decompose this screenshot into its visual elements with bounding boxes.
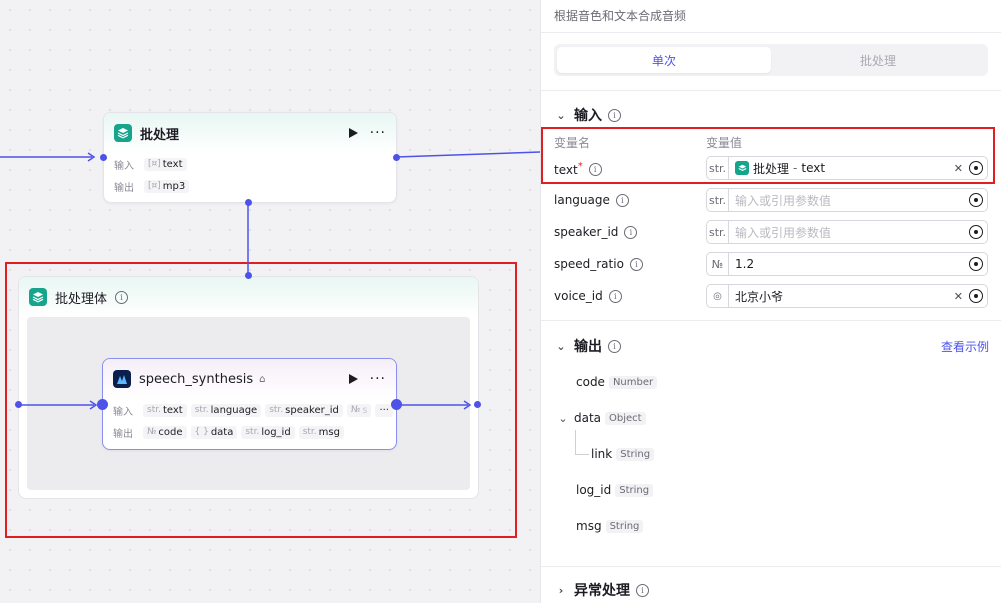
info-icon[interactable]: i	[608, 289, 622, 303]
node-description: 根据音色和文本合成音频	[554, 9, 687, 23]
speech-node-header: speech_synthesis ⌂ ···	[103, 359, 396, 399]
batch-node[interactable]: 批处理 ··· 输入 [¤]text 输出 [¤]mp3	[103, 112, 397, 203]
batch-node-header: 批处理 ···	[104, 113, 396, 153]
speed-ratio-field[interactable]: 1.2	[735, 257, 755, 271]
reference-variable-icon[interactable]	[969, 161, 983, 175]
input-chip: [¤]text	[144, 157, 187, 171]
output-field-data[interactable]: ⌄ data Object	[556, 411, 646, 425]
reference-variable-icon[interactable]	[969, 193, 983, 207]
more-icon[interactable]: ···	[369, 125, 386, 141]
batch-node-output-port[interactable]	[393, 154, 400, 161]
output-chip: str.log_id	[241, 425, 295, 439]
output-field-code: code Number	[576, 375, 658, 389]
batch-body-top-port[interactable]	[245, 272, 252, 279]
layers-icon	[735, 161, 749, 175]
info-icon[interactable]: i	[636, 583, 649, 597]
batch-node-inputs: 输入 [¤]text	[104, 153, 396, 175]
chevron-right-icon[interactable]: ›	[558, 583, 564, 597]
output-field-link: link String	[591, 447, 655, 461]
batch-body-title: 批处理体	[55, 291, 108, 307]
speech-node-input-port[interactable]	[97, 399, 108, 410]
tab-single[interactable]: 单次	[557, 47, 771, 73]
param-input-voice-id[interactable]: ◎ 北京小爷 ✕	[706, 284, 988, 308]
speech-node-inputs: 输入 str.text str.language str.speaker_id …	[103, 399, 396, 421]
plugin-badge-icon: ⌂	[259, 373, 266, 385]
input-section-header[interactable]: ⌄ 输入 i	[554, 105, 621, 125]
tree-connector	[575, 430, 589, 455]
run-node-icon[interactable]	[348, 128, 358, 138]
info-icon[interactable]: i	[629, 257, 643, 271]
input-chip: str.speaker_id	[265, 403, 343, 417]
mode-tabs: 单次 批处理	[554, 44, 988, 76]
param-input-language[interactable]: str. 输入或引用参数值	[706, 188, 988, 212]
output-chip: str.msg	[298, 425, 344, 439]
output-section-header[interactable]: ⌄ 输出 i	[554, 336, 621, 356]
param-name-text: text* i	[554, 161, 602, 177]
param-input-speed-ratio[interactable]: № 1.2	[706, 252, 988, 276]
node-config-panel: 根据音色和文本合成音频 单次 批处理 ⌄ 输入 i 变量名 变量值 text* …	[540, 0, 1001, 603]
view-example-link[interactable]: 查看示例	[940, 340, 989, 354]
output-chip: [¤]mp3	[144, 179, 190, 193]
reference-variable-icon[interactable]	[969, 257, 983, 271]
output-chip: { }data	[190, 425, 238, 439]
param-name-voice-id: voice_id i	[554, 289, 622, 303]
input-chip: str.language	[190, 403, 262, 417]
info-icon[interactable]: i	[588, 162, 602, 176]
chevron-down-icon[interactable]: ⌄	[558, 411, 568, 425]
layers-icon	[114, 124, 132, 142]
type-tag: str.	[707, 157, 729, 179]
param-name-speaker-id: speaker_id i	[554, 225, 638, 239]
voice-id-field[interactable]: 北京小爷	[735, 289, 784, 304]
param-input-text[interactable]: str. 批处理 - text ✕	[706, 156, 988, 180]
batch-node-outputs: 输出 [¤]mp3	[104, 175, 396, 197]
reference-chip[interactable]: 批处理 - text	[735, 160, 825, 177]
layers-icon	[29, 288, 47, 306]
info-icon[interactable]: i	[115, 290, 129, 304]
highlight-text-param	[541, 127, 995, 184]
error-section-header[interactable]: › 异常处理 i	[554, 580, 649, 600]
batch-node-input-port[interactable]	[100, 154, 107, 161]
speech-plugin-icon	[113, 370, 131, 388]
input-chip: str.text	[143, 403, 187, 417]
info-icon[interactable]: i	[624, 225, 638, 239]
speech-node-title: speech_synthesis	[139, 371, 254, 387]
highlight-batch-body	[5, 262, 517, 538]
tab-batch[interactable]: 批处理	[859, 53, 896, 68]
workflow-canvas[interactable]: 批处理 ··· 输入 [¤]text 输出 [¤]mp3 批处理体 i	[0, 0, 540, 603]
speech-synthesis-node[interactable]: speech_synthesis ⌂ ··· 输入 str.text str.l…	[102, 358, 397, 450]
param-input-speaker-id[interactable]: str. 输入或引用参数值	[706, 220, 988, 244]
speaker-id-field[interactable]: 输入或引用参数值	[735, 225, 832, 240]
batch-body-right-port[interactable]	[474, 401, 481, 408]
batch-body-header: 批处理体 i	[19, 277, 478, 317]
language-field[interactable]: 输入或引用参数值	[735, 193, 832, 208]
more-icon[interactable]: ···	[369, 371, 386, 387]
reference-variable-icon[interactable]	[969, 289, 983, 303]
run-node-icon[interactable]	[348, 374, 358, 384]
col-head-value: 变量值	[706, 136, 743, 150]
chevron-down-icon[interactable]: ⌄	[556, 108, 566, 122]
chevron-down-icon[interactable]: ⌄	[556, 339, 566, 353]
batch-node-title: 批处理	[140, 127, 180, 143]
more-inputs-chip[interactable]: ···	[375, 403, 393, 417]
param-name-speed-ratio: speed_ratio i	[554, 257, 643, 271]
voice-wave-icon: ◎	[707, 285, 729, 307]
info-icon[interactable]: i	[608, 108, 621, 122]
output-field-msg: msg String	[576, 519, 644, 533]
batch-node-bottom-port[interactable]	[245, 199, 252, 206]
speech-node-output-port[interactable]	[391, 399, 402, 410]
clear-icon[interactable]: ✕	[953, 289, 963, 303]
output-field-log-id: log_id String	[576, 483, 654, 497]
info-icon[interactable]: i	[608, 339, 621, 353]
info-icon[interactable]: i	[615, 193, 629, 207]
clear-icon[interactable]: ✕	[953, 161, 963, 175]
param-name-language: language i	[554, 193, 629, 207]
col-head-name: 变量名	[554, 136, 591, 150]
reference-variable-icon[interactable]	[969, 225, 983, 239]
